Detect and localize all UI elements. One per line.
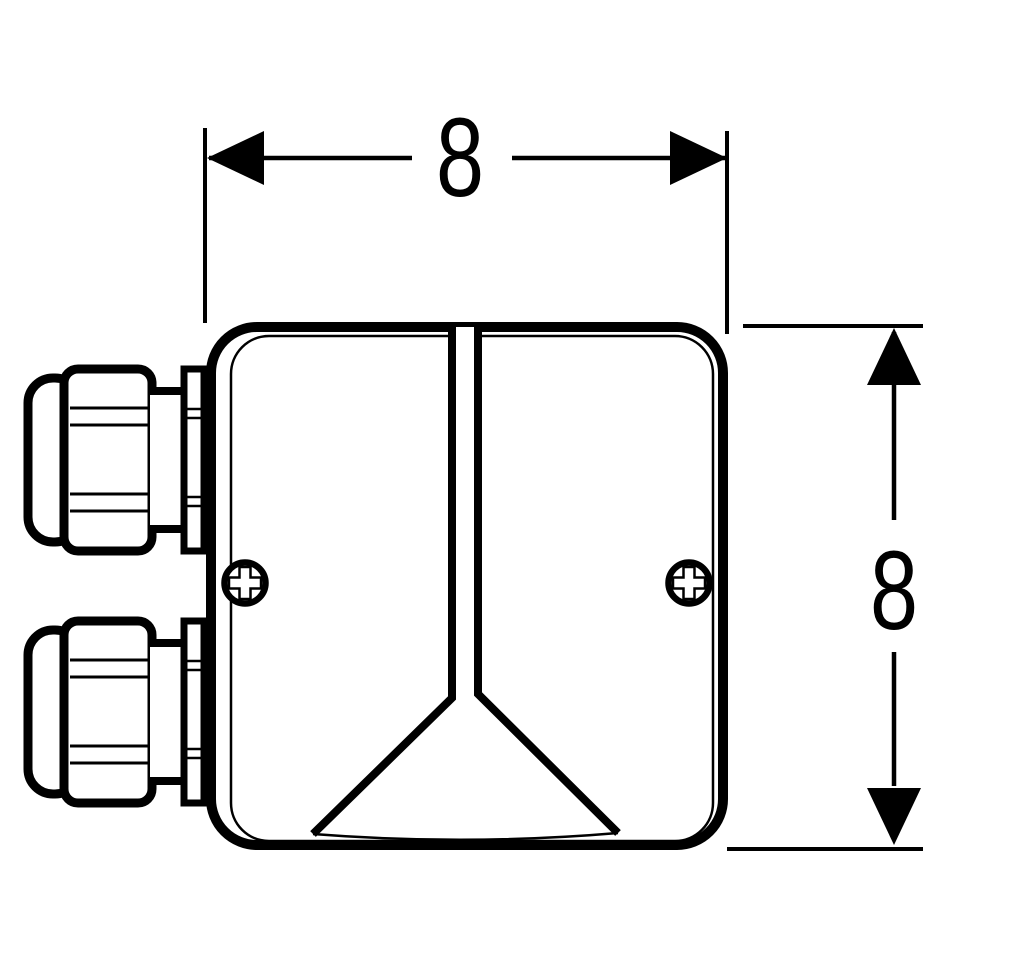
funnel-base-curve	[312, 831, 619, 841]
arrowhead-right-icon	[670, 131, 727, 185]
screw-right	[669, 563, 710, 604]
arrowhead-down-icon	[867, 788, 921, 845]
height-dimension-label: 8	[870, 528, 918, 653]
arrowhead-up-icon	[867, 328, 921, 385]
cable-gland-bottom	[28, 621, 204, 803]
channel-right-edge	[474, 329, 621, 836]
cable-channel	[310, 327, 621, 841]
enclosure-box	[206, 322, 728, 850]
channel-gap	[456, 327, 474, 692]
screw-left	[225, 563, 266, 604]
arrowhead-left-icon	[207, 131, 264, 185]
width-dimension-label: 8	[436, 95, 484, 220]
width-dimension: 8	[203, 95, 729, 334]
height-dimension: 8	[727, 324, 923, 851]
channel-left-edge	[310, 329, 456, 837]
cable-gland-top	[28, 369, 204, 551]
